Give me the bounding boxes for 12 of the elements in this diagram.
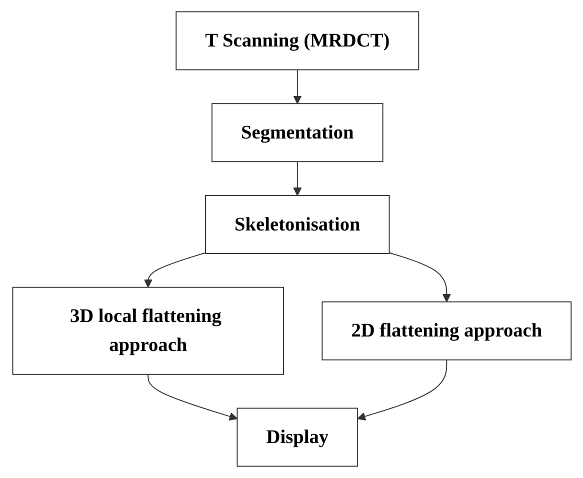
node-box: 2D flattening approach — [321, 301, 572, 360]
arrow — [143, 252, 206, 288]
node-box: Segmentation — [211, 103, 383, 162]
arrow — [292, 69, 302, 104]
arrow — [356, 359, 447, 421]
node-box: T Scanning (MRDCT) — [175, 11, 419, 70]
node-box: 3D local flattening approach — [12, 286, 284, 375]
arrow — [292, 161, 302, 196]
arrow — [147, 374, 238, 421]
node-box: Skeletonisation — [204, 195, 390, 254]
arrow — [388, 252, 450, 302]
node-box: Display — [236, 408, 358, 467]
